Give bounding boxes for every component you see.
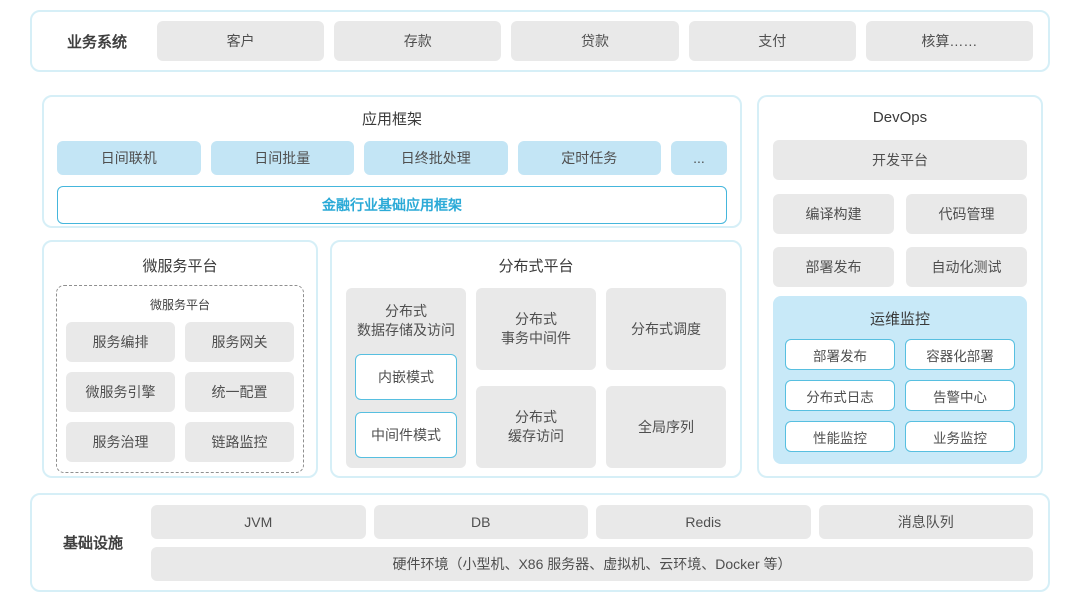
infrastructure-label: 基础设施	[62, 535, 123, 552]
ops-performance-monitoring: 性能监控	[785, 421, 895, 452]
microservice-dashed-box: 微服务平台 服务编排 服务网关 微服务引擎 统一配置 服务治理 链路监控	[56, 285, 304, 473]
microservice-orchestration: 服务编排	[66, 322, 175, 362]
microservice-inner-title: 微服务平台	[149, 298, 210, 312]
infrastructure-stack: JVM DB Redis 消息队列 硬件环境（小型机、X86 服务器、虚拟机、云…	[151, 504, 1033, 581]
panel-infrastructure: 基础设施 JVM DB Redis 消息队列 硬件环境（小型机、X86 服务器、…	[30, 493, 1050, 592]
app-framework-daytime-online: 日间联机	[57, 141, 201, 175]
panel-microservice-platform: 微服务平台 微服务平台 服务编排 服务网关 微服务引擎 统一配置 服务治理 链路…	[42, 240, 318, 478]
infra-message-queue: 消息队列	[818, 504, 1033, 539]
microservice-platform-title: 微服务平台	[142, 258, 218, 275]
ops-business-monitoring: 业务监控	[905, 421, 1015, 452]
global-sequence: 全局序列	[606, 386, 726, 468]
microservice-grid: 服务编排 服务网关 微服务引擎 统一配置 服务治理 链路监控	[66, 322, 294, 462]
distributed-storage-label: 分布式 数据存储及访问	[357, 303, 455, 338]
infra-jvm: JVM	[151, 504, 366, 539]
panel-distributed-platform: 分布式平台 分布式 数据存储及访问 内嵌模式 中间件模式 分布式 事务中间件 分…	[330, 240, 742, 478]
devops-deploy-release: 部署发布	[773, 247, 894, 287]
infra-db: DB	[373, 504, 588, 539]
devops-title: DevOps	[872, 109, 928, 126]
devops-compile-build: 编译构建	[773, 194, 894, 234]
ops-distributed-logging: 分布式日志	[785, 380, 895, 411]
microservice-governance: 服务治理	[66, 422, 175, 462]
app-framework-row: 日间联机 日间批量 日终批处理 定时任务 ...	[57, 141, 727, 175]
app-framework-title: 应用框架	[361, 111, 422, 128]
embedded-mode-chip: 内嵌模式	[355, 353, 457, 400]
ops-monitoring-title: 运维监控	[869, 311, 930, 328]
ops-monitoring-grid: 部署发布 容器化部署 分布式日志 告警中心 性能监控 业务监控	[785, 339, 1015, 452]
microservice-unified-config: 统一配置	[185, 372, 294, 412]
business-system-deposit: 存款	[334, 21, 502, 61]
business-systems-label: 业务系统	[66, 33, 127, 51]
infra-redis: Redis	[596, 504, 811, 539]
financial-base-framework-bar: 金融行业基础应用框架	[57, 186, 727, 224]
distributed-grid: 分布式 数据存储及访问 内嵌模式 中间件模式 分布式 事务中间件 分布式调度 分…	[346, 288, 726, 468]
app-framework-more: ...	[671, 141, 727, 175]
panel-app-framework: 应用框架 日间联机 日间批量 日终批处理 定时任务 ... 金融行业基础应用框架	[42, 95, 742, 228]
business-system-payment: 支付	[688, 21, 856, 61]
infrastructure-row: JVM DB Redis 消息队列	[151, 504, 1033, 539]
devops-grid: 编译构建 代码管理 部署发布 自动化测试	[773, 194, 1027, 287]
business-system-accounting: 核算……	[865, 21, 1034, 61]
devops-automated-testing: 自动化测试	[906, 247, 1027, 287]
microservice-gateway: 服务网关	[185, 322, 294, 362]
business-system-loan: 贷款	[511, 21, 679, 61]
distributed-scheduling: 分布式调度	[606, 288, 726, 370]
hardware-environment-bar: 硬件环境（小型机、X86 服务器、虚拟机、云环境、Docker 等）	[151, 546, 1033, 581]
ops-deploy-release: 部署发布	[785, 339, 895, 370]
ops-alert-center: 告警中心	[905, 380, 1015, 411]
devops-code-management: 代码管理	[906, 194, 1027, 234]
panel-devops: DevOps 开发平台 编译构建 代码管理 部署发布 自动化测试 运维监控 部署…	[757, 95, 1043, 478]
panel-business-systems: 业务系统 客户 存款 贷款 支付 核算……	[30, 10, 1050, 72]
middleware-mode-chip: 中间件模式	[355, 411, 457, 458]
microservice-engine: 微服务引擎	[66, 372, 175, 412]
app-framework-scheduled-tasks: 定时任务	[517, 141, 661, 175]
distributed-transaction-middleware: 分布式 事务中间件	[476, 288, 596, 370]
app-framework-eod-batch: 日终批处理	[364, 141, 508, 175]
distributed-cache-access: 分布式 缓存访问	[476, 386, 596, 468]
business-system-customer: 客户	[157, 21, 325, 61]
distributed-storage-box: 分布式 数据存储及访问 内嵌模式 中间件模式	[346, 288, 466, 468]
microservice-trace-monitoring: 链路监控	[185, 422, 294, 462]
ops-containerized-deployment: 容器化部署	[905, 339, 1015, 370]
ops-monitoring-panel: 运维监控 部署发布 容器化部署 分布式日志 告警中心 性能监控 业务监控	[773, 296, 1027, 464]
distributed-platform-title: 分布式平台	[498, 258, 574, 275]
app-framework-daytime-batch: 日间批量	[210, 141, 354, 175]
dev-platform-chip: 开发平台	[773, 140, 1027, 180]
